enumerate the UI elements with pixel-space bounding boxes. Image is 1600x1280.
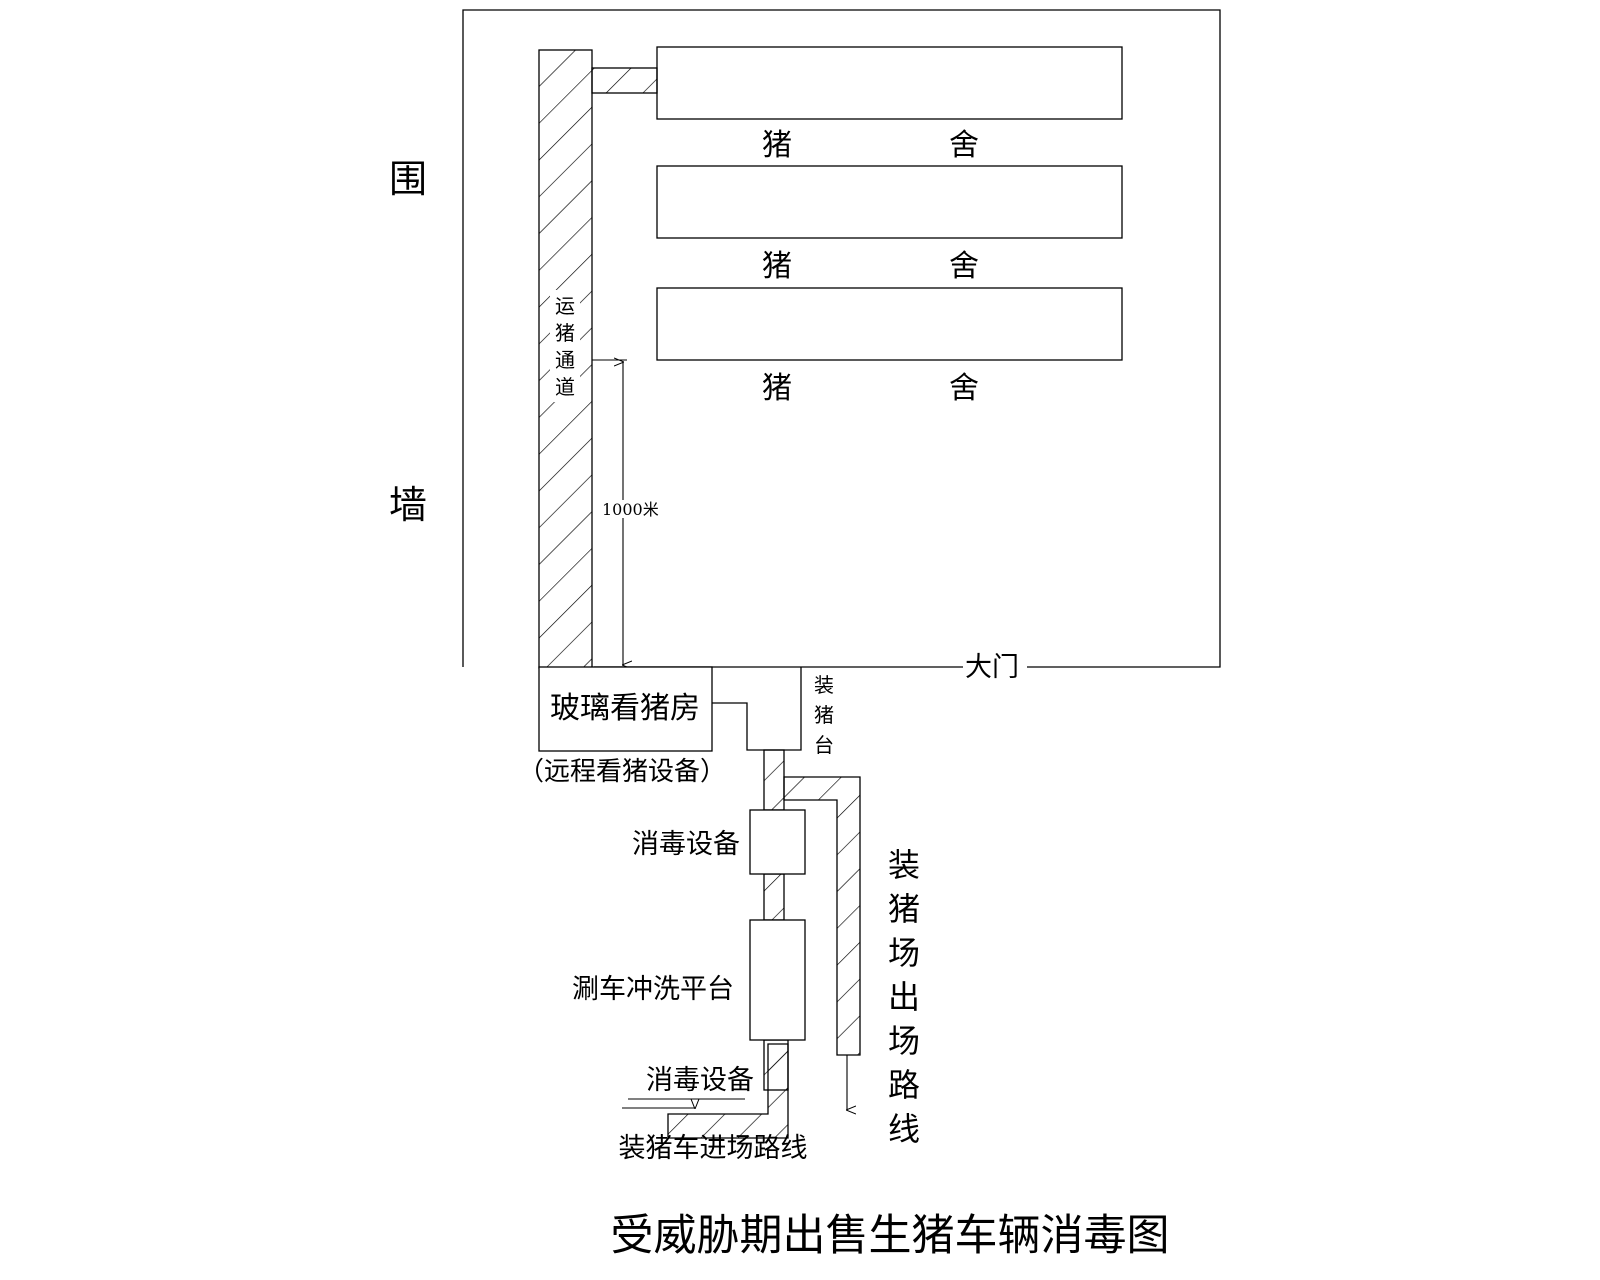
- svg-text:线: 线: [888, 1110, 920, 1148]
- glass-room-label: 玻璃看猪房: [550, 691, 700, 726]
- remote-equipment-label: （远程看猪设备）: [518, 757, 726, 787]
- pig-house-1-label-right: 舍: [949, 128, 979, 163]
- vehicle-entry-path: [667, 1043, 789, 1139]
- pig-house-3: [656, 287, 1123, 361]
- pig-channel-label: 运 猪 通 道: [550, 290, 580, 402]
- vehicle-path-segment-1: [763, 749, 785, 811]
- pig-house-3-label-right: 舍: [949, 371, 979, 406]
- svg-text:通: 通: [555, 348, 575, 372]
- boundary-wall: [462, 9, 1221, 668]
- svg-text:路: 路: [888, 1066, 920, 1104]
- pig-house-1: [656, 46, 1123, 120]
- disinfection-label-2: 消毒设备: [646, 1065, 754, 1096]
- pig-channel-connector: [591, 67, 658, 94]
- vehicle-path-segment-2: [763, 873, 785, 921]
- pig-house-3-label-left: 猪: [762, 371, 792, 406]
- svg-text:台: 台: [814, 733, 834, 757]
- pig-house-1-label-left: 猪: [762, 128, 792, 163]
- svg-text:装: 装: [814, 673, 834, 697]
- exit-route-label: 装 猪 场 出 场 路 线: [888, 846, 920, 1148]
- wash-platform-label: 涮车冲洗平台: [572, 974, 734, 1005]
- svg-text:运: 运: [555, 294, 575, 318]
- svg-text:道: 道: [555, 375, 575, 399]
- car-wash-platform: [749, 919, 806, 1041]
- loading-platform: [712, 667, 802, 751]
- wall-label-top: 围: [389, 157, 427, 201]
- svg-text:猪: 猪: [555, 321, 575, 345]
- svg-text:场: 场: [888, 934, 920, 972]
- svg-text:出: 出: [888, 978, 920, 1016]
- pig-house-2-label-right: 舍: [949, 249, 979, 284]
- svg-text:猪: 猪: [888, 890, 920, 928]
- gate-label: 大门: [965, 652, 1019, 683]
- distance-label: 1000米: [602, 500, 659, 519]
- disinfection-equipment-1: [749, 809, 806, 875]
- glass-viewing-room: [538, 666, 713, 752]
- entry-route-label: 装猪车进场路线: [619, 1133, 808, 1164]
- svg-text:装: 装: [888, 846, 920, 884]
- pig-house-2: [656, 165, 1123, 239]
- svg-text:猪: 猪: [814, 703, 834, 727]
- diagram-title: 受威胁期出售生猪车辆消毒图: [611, 1211, 1170, 1261]
- disinfection-label-1: 消毒设备: [632, 829, 740, 860]
- exit-route-path: [783, 776, 861, 1056]
- pig-house-2-label-left: 猪: [762, 249, 792, 284]
- wall-label-bottom: 墙: [389, 483, 427, 527]
- loading-platform-label: 装 猪 台: [814, 673, 834, 757]
- svg-text:场: 场: [888, 1022, 920, 1060]
